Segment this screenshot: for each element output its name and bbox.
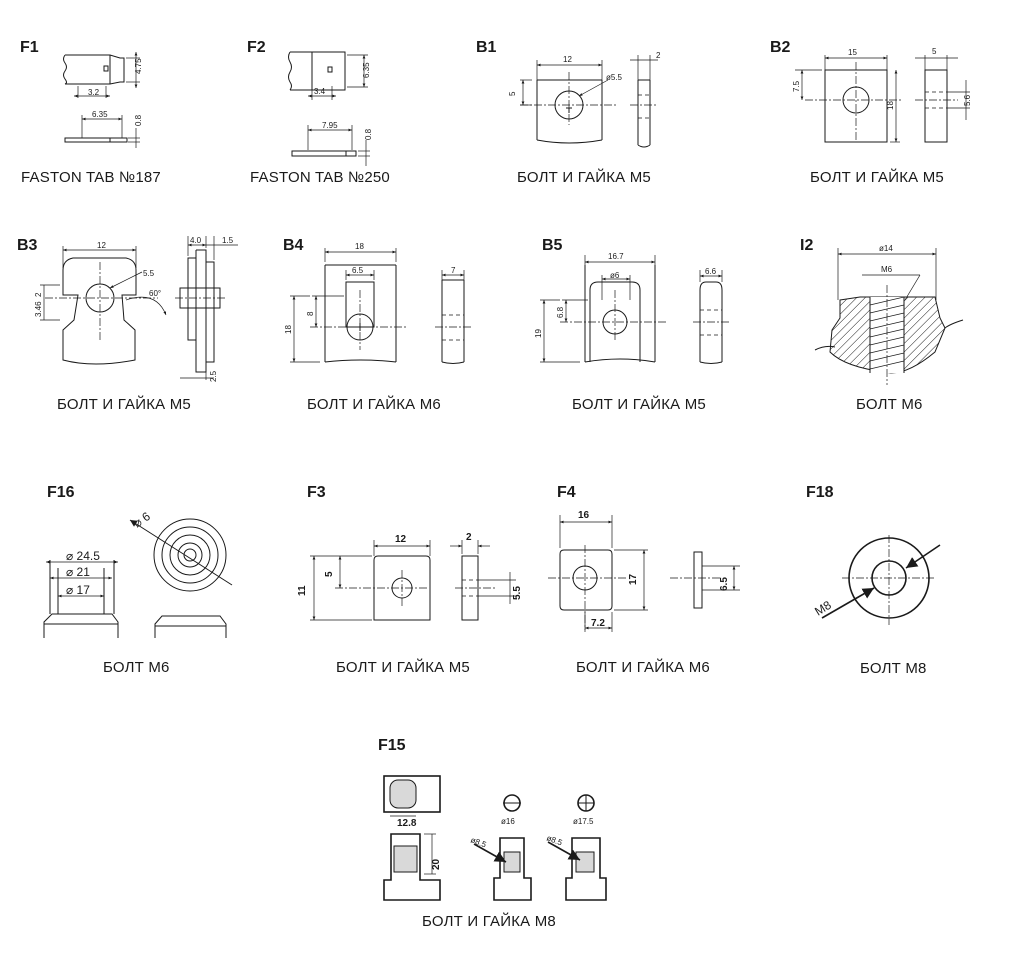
f3-dim-1: 2 (466, 532, 472, 543)
b5-dim-1: ø6 (610, 271, 620, 280)
terminal-code: F18 (806, 484, 834, 501)
b5-dim-3: 6.8 (556, 306, 565, 318)
f1-dim-3: 0.8 (134, 114, 143, 126)
b1-dim-2: 5 (508, 91, 517, 96)
i2-dim-1: M6 (881, 265, 893, 274)
b2-dim-4: 5.6 (963, 94, 972, 106)
b3-dim-6: 60° (149, 289, 161, 298)
b4-dim-4: 18 (284, 325, 293, 334)
drawing-f2: 6.35 3.4 7.95 0.8 (288, 51, 373, 166)
terminal-code: F1 (20, 39, 39, 56)
f2-dim-3: 0.8 (364, 128, 373, 140)
drawing-f1: 4.75 3.2 6.35 0.8 (63, 52, 143, 148)
f2-dim-0: 6.35 (362, 62, 371, 78)
drawing-b2: 15 7.5 18 5 5.6 (792, 47, 972, 143)
terminal-code: B3 (17, 237, 38, 254)
terminal-caption: БОЛТ И ГАЙКА M5 (572, 396, 706, 413)
f4-dim-3: 6.5 (719, 577, 730, 591)
b5-dim-2: 6.6 (705, 267, 717, 276)
b3-dim-2: 1.5 (222, 236, 234, 245)
terminal-code: B4 (283, 237, 304, 254)
f16-dim-0: ⌀ 24.5 (66, 549, 100, 563)
f3-dim-3: 11 (297, 585, 308, 596)
terminal-caption: БОЛТ И ГАЙКА M5 (336, 659, 470, 676)
b4-dim-1: 6.5 (352, 266, 364, 275)
b4-dim-2: 7 (451, 266, 456, 275)
terminal-code: B5 (542, 237, 563, 254)
drawing-f3: 12 5 11 2 5.5 (297, 532, 523, 621)
f4-dim-2: 7.2 (591, 618, 605, 629)
b2-dim-2: 7.5 (792, 80, 801, 92)
f2-dim-2: 7.95 (322, 121, 338, 130)
terminal-code: F3 (307, 484, 326, 501)
b5-dim-0: 16.7 (608, 252, 624, 261)
b3-dim-1: 4.0 (190, 236, 202, 245)
terminal-caption: БОЛТ И ГАЙКА M5 (57, 396, 191, 413)
f16-dim-2: ⌀ 17 (66, 583, 90, 597)
terminal-caption: FASTON TAB №250 (250, 169, 390, 186)
b2-dim-0: 15 (848, 48, 857, 57)
f15-dim-3: ø17.5 (573, 817, 594, 826)
terminal-caption: БОЛТ И ГАЙКА M6 (307, 396, 441, 413)
f16-dim-3: ⌀ 6 (131, 509, 153, 531)
i2-dim-0: ø14 (879, 244, 893, 253)
b3-dim-4: 3.46 (34, 301, 43, 317)
f3-dim-2: 5 (324, 571, 335, 577)
terminal-code: F16 (47, 484, 75, 501)
terminal-caption: БОЛТ И ГАЙКА M6 (576, 659, 710, 676)
terminal-code: B2 (770, 39, 791, 56)
f15-dim-2: ø16 (501, 817, 515, 826)
b1-dim-0: 12 (563, 55, 572, 64)
terminal-code: F4 (557, 484, 576, 501)
b3-dim-3: 5.5 (143, 269, 155, 278)
drawing-f16: ⌀ 24.5 ⌀ 21 ⌀ 17 ⌀ 6 (43, 509, 233, 638)
f4-dim-0: 16 (578, 510, 590, 521)
drawing-b4: 18 6.5 8 18 7 (284, 242, 472, 364)
terminal-caption: БОЛТ И ГАЙКА M5 (517, 169, 651, 186)
drawing-f15: 12.8 20 ø16 ø8.5 ø17.5 ø8.5 (383, 775, 607, 901)
terminal-caption: FASTON TAB №187 (21, 169, 161, 186)
b1-dim-1: 2 (656, 51, 661, 60)
f18-dim-0: M8 (812, 598, 834, 619)
terminal-caption: БОЛТ M6 (856, 396, 923, 413)
b1-dim-3: ø5.5 (606, 73, 623, 82)
b3-dim-5: 2 (34, 292, 43, 297)
f2-dim-1: 3.4 (314, 87, 326, 96)
terminal-caption: БОЛТ И ГАЙКА M8 (422, 913, 556, 930)
f15-dim-1: 20 (431, 858, 442, 870)
b5-dim-4: 19 (534, 329, 543, 338)
drawing-b5: 16.7 ø6 6.8 19 6.6 (534, 252, 730, 364)
terminal-caption: БОЛТ И ГАЙКА M5 (810, 169, 944, 186)
f15-dim-0: 12.8 (397, 818, 417, 829)
f1-dim-1: 3.2 (88, 88, 100, 97)
f3-dim-0: 12 (395, 534, 407, 545)
terminal-caption: БОЛТ M8 (860, 660, 927, 677)
drawing-f4: 16 17 7.2 6.5 (548, 510, 740, 632)
terminal-code: I2 (800, 237, 814, 254)
b2-dim-3: 18 (886, 101, 895, 110)
b3-dim-0: 12 (97, 241, 106, 250)
f16-dim-1: ⌀ 21 (66, 565, 90, 579)
terminal-code: F2 (247, 39, 266, 56)
terminal-caption: БОЛТ M6 (103, 659, 170, 676)
f1-dim-2: 6.35 (92, 110, 108, 119)
b2-dim-1: 5 (932, 47, 937, 56)
f1-dim-0: 4.75 (134, 58, 143, 74)
b4-dim-3: 8 (306, 311, 315, 316)
b3-dim-7: 2.5 (209, 370, 218, 382)
drawing-f18: M8 (812, 535, 941, 625)
f4-dim-1: 17 (628, 573, 639, 585)
f3-dim-4: 5.5 (512, 586, 523, 600)
b4-dim-0: 18 (355, 242, 364, 251)
terminal-code: B1 (476, 39, 497, 56)
drawing-b3: 12 5.5 3.46 2 60° 4.0 1.5 2.5 (34, 236, 238, 382)
drawing-i2: ø14 M6 (814, 244, 964, 385)
terminal-code: F15 (378, 737, 406, 754)
drawing-b1: 12 5 ø5.5 2 (508, 51, 661, 148)
